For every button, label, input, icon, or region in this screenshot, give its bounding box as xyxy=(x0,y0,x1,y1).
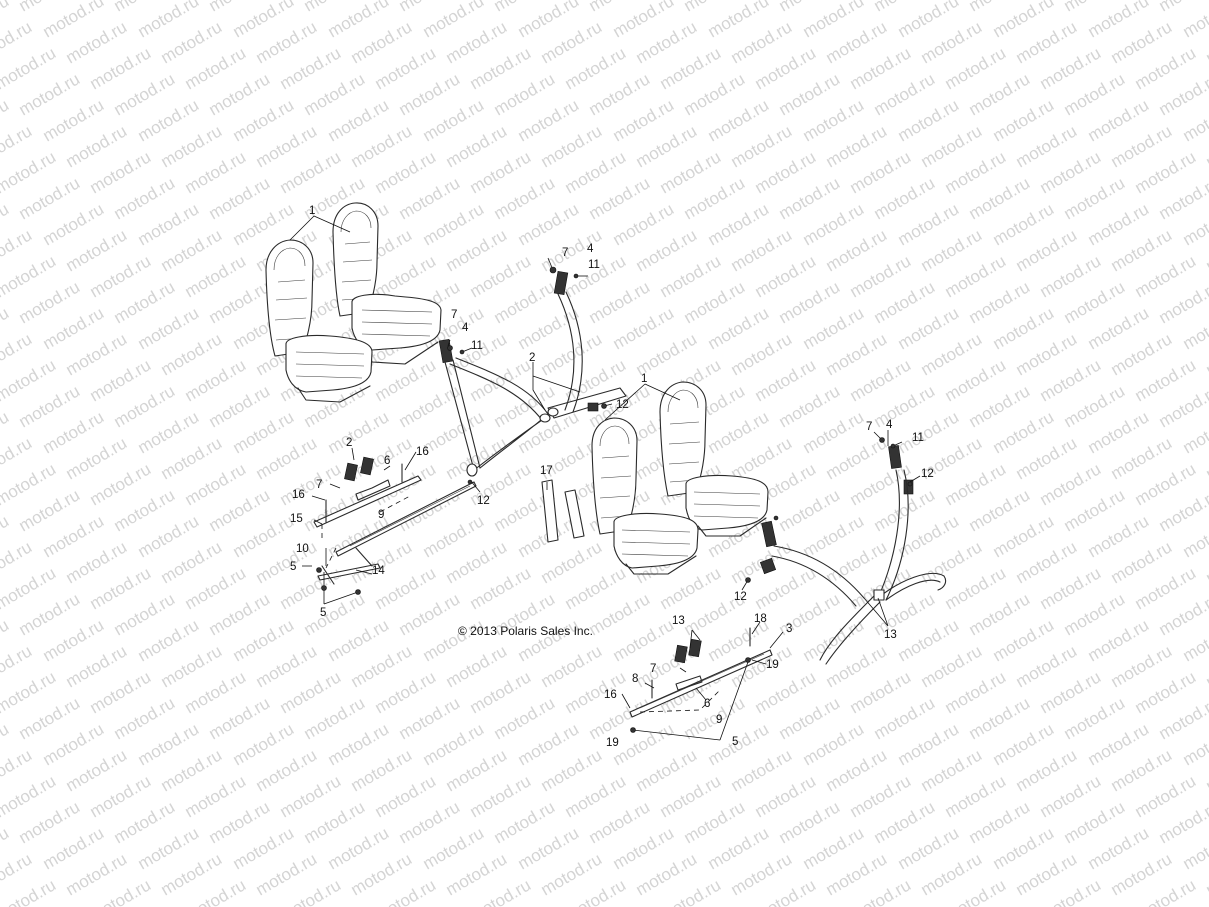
seat-left-front xyxy=(265,239,373,403)
callout-7: 7 xyxy=(866,421,872,433)
callout-10: 10 xyxy=(296,543,309,555)
copyright-notice: © 2013 Polaris Sales Inc. xyxy=(458,624,593,638)
watermark-text: motod.ru xyxy=(1180,0,1209,41)
seatbelt-assembly-right xyxy=(759,445,947,665)
rail-assembly-right xyxy=(629,627,773,718)
callout-1: 1 xyxy=(641,373,647,385)
callout-9: 9 xyxy=(378,509,384,521)
seat-left-rear xyxy=(332,202,442,365)
callout-4: 4 xyxy=(587,243,594,255)
callout-6: 6 xyxy=(384,455,390,467)
callout-12: 12 xyxy=(477,495,490,507)
callout-13: 13 xyxy=(884,629,897,641)
callout-labels: 1 1 2 2 3 4 4 4 5 5 5 6 6 7 7 7 7 7 8 9 … xyxy=(290,205,934,749)
callout-16: 16 xyxy=(416,446,429,458)
callout-5: 5 xyxy=(320,607,326,619)
callout-11: 11 xyxy=(912,432,924,444)
callout-2: 2 xyxy=(346,437,352,449)
callout-19: 19 xyxy=(606,737,619,749)
callout-14: 14 xyxy=(372,565,385,577)
callout-16: 16 xyxy=(604,689,617,701)
seat-right-rear xyxy=(659,381,769,537)
seatbelt-assembly-left xyxy=(438,338,551,477)
callout-4: 4 xyxy=(462,322,469,334)
callout-12: 12 xyxy=(921,468,934,480)
callout-8: 8 xyxy=(632,673,638,685)
callout-7: 7 xyxy=(562,247,568,259)
callout-11: 11 xyxy=(588,259,600,271)
callout-16: 16 xyxy=(292,489,305,501)
callout-13: 13 xyxy=(672,615,685,627)
seat-right-front xyxy=(591,417,699,575)
seatbelt-assembly-center xyxy=(547,270,627,419)
callout-15: 15 xyxy=(290,513,303,525)
callout-19: 19 xyxy=(766,659,779,671)
callout-5: 5 xyxy=(732,736,738,748)
dashed-leader-lines xyxy=(321,495,721,713)
pads-17 xyxy=(541,479,585,543)
callout-2: 2 xyxy=(529,352,535,364)
callout-17: 17 xyxy=(540,465,553,477)
callout-12: 12 xyxy=(734,591,747,603)
callout-3: 3 xyxy=(786,623,792,635)
callout-18: 18 xyxy=(754,613,767,625)
fasteners xyxy=(316,266,913,733)
callout-7: 7 xyxy=(451,309,457,321)
callout-11: 11 xyxy=(471,340,483,352)
callout-7: 7 xyxy=(650,663,656,675)
rail-assembly-left xyxy=(313,456,477,585)
callout-7: 7 xyxy=(316,479,322,491)
callout-4: 4 xyxy=(886,419,893,431)
callout-5: 5 xyxy=(290,561,296,573)
callout-6: 6 xyxy=(704,698,710,710)
callout-1: 1 xyxy=(309,205,315,217)
callout-12: 12 xyxy=(616,399,629,411)
callout-9: 9 xyxy=(716,714,722,726)
